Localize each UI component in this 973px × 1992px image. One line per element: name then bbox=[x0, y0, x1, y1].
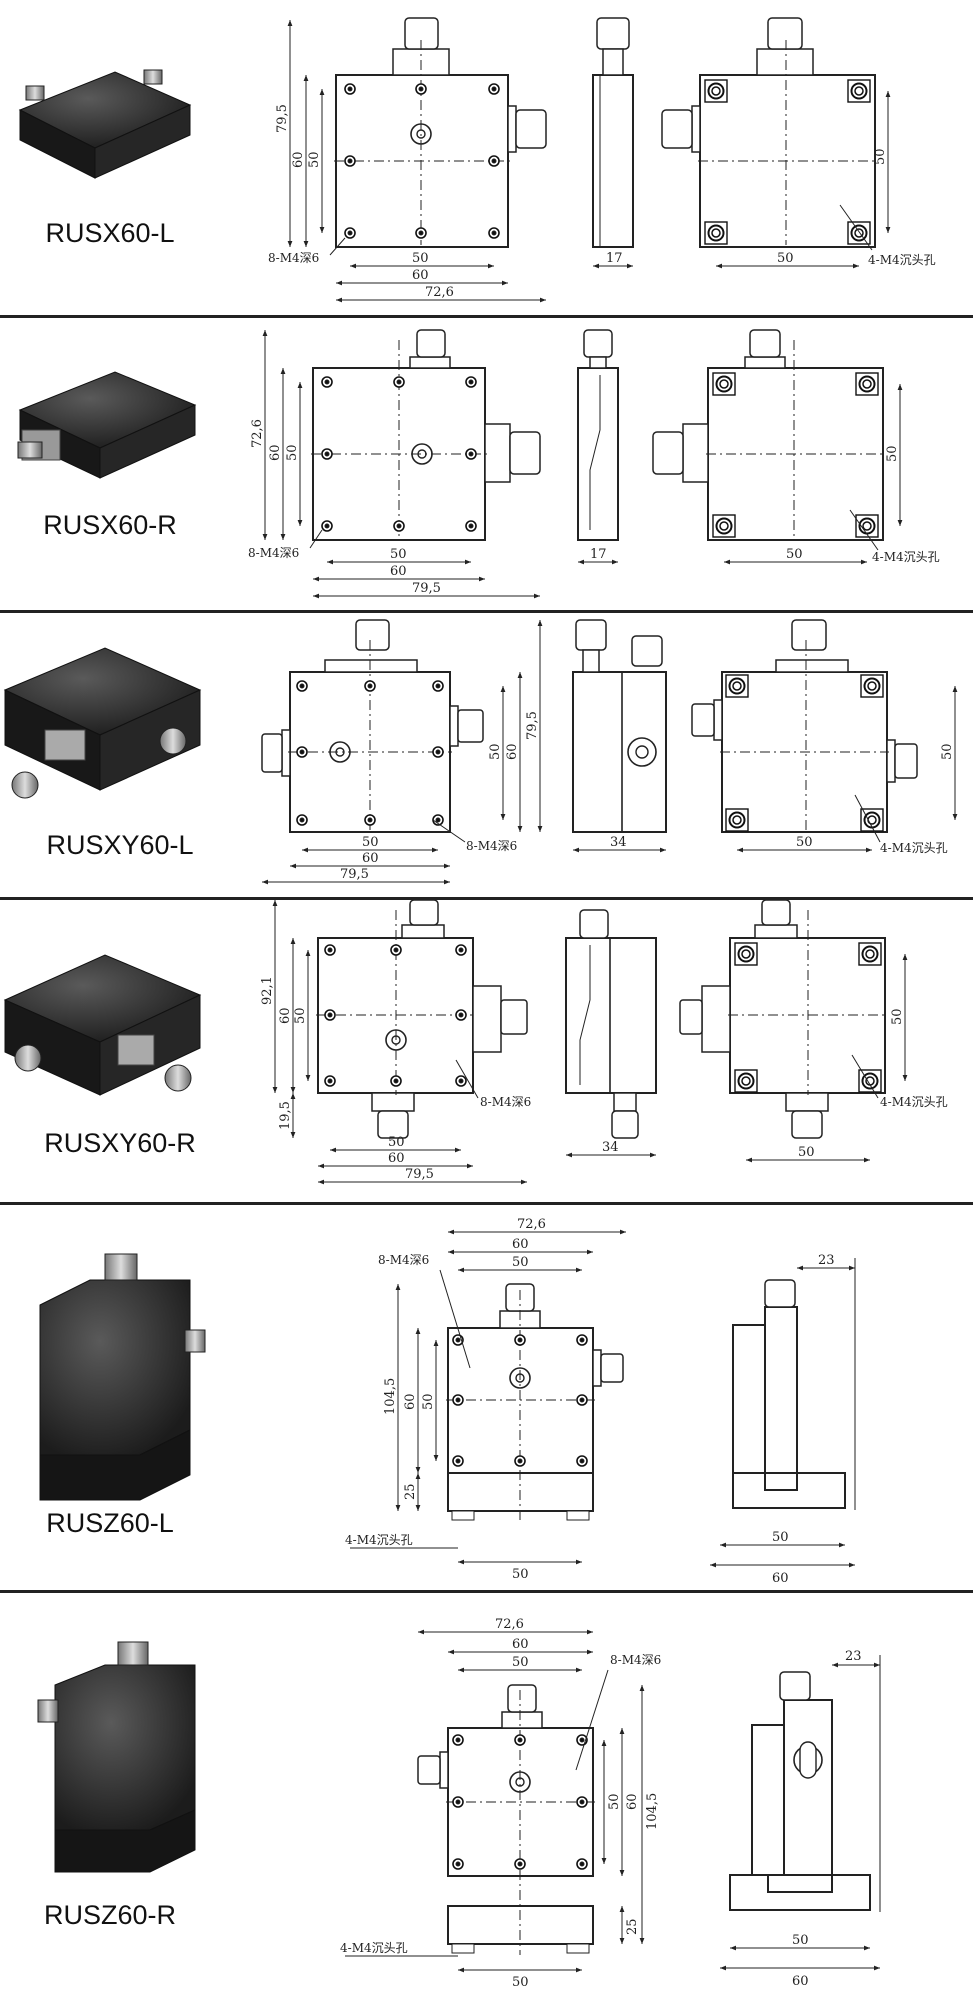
dim-side-base-width: 60 bbox=[792, 1974, 809, 1989]
dim-base-height: 25 bbox=[403, 1483, 418, 1500]
dim-side-top: 23 bbox=[845, 1649, 862, 1664]
model-label: RUSZ60-R bbox=[43, 1900, 177, 1930]
dim-back-pitch-v: 50 bbox=[890, 1008, 905, 1025]
dim-width-body: 60 bbox=[390, 564, 407, 579]
dim-width-overall: 72,6 bbox=[425, 285, 454, 300]
dim-width-overall: 79,5 bbox=[340, 867, 369, 882]
dim-hole-pitch-v: 50 bbox=[488, 743, 503, 760]
dim-height-overall: 104,5 bbox=[383, 1378, 398, 1415]
counterbore-label: 4-M4沉头孔 bbox=[872, 550, 940, 564]
dim-side-thickness: 17 bbox=[590, 547, 607, 562]
dim-hole-pitch-v: 50 bbox=[421, 1393, 436, 1410]
dim-back-pitch-v: 50 bbox=[885, 445, 900, 462]
dim-back-pitch-h: 50 bbox=[796, 835, 813, 850]
dim-hole-pitch-v: 50 bbox=[293, 1007, 308, 1024]
counterbore-label: 4-M4沉头孔 bbox=[868, 253, 936, 267]
dim-height-overall: 72,6 bbox=[250, 419, 265, 448]
dim-height-overall: 104,5 bbox=[645, 1793, 660, 1830]
dim-height-overall: 92,1 bbox=[260, 976, 275, 1005]
dim-side-base-width: 60 bbox=[772, 1571, 789, 1586]
dim-back-pitch-v: 50 bbox=[873, 148, 888, 165]
product-photo bbox=[17, 371, 197, 479]
dim-hole-pitch-h: 50 bbox=[512, 1255, 529, 1270]
row-separator bbox=[0, 897, 973, 900]
tapped-hole-label: 8-M4深6 bbox=[248, 546, 299, 560]
dim-height-body: 60 bbox=[278, 1007, 293, 1024]
dim-base-offset: 19,5 bbox=[278, 1101, 293, 1130]
product-photo bbox=[3, 954, 202, 1096]
dim-hole-pitch-v: 50 bbox=[285, 444, 300, 461]
row-separator bbox=[0, 1202, 973, 1205]
dim-height-overall: 79,5 bbox=[525, 711, 540, 740]
product-photo bbox=[3, 647, 202, 799]
counterbore-label: 4-M4沉头孔 bbox=[340, 1941, 408, 1955]
dim-hole-pitch-h: 50 bbox=[390, 547, 407, 562]
row-separator bbox=[0, 1590, 973, 1593]
dim-width-overall: 72,6 bbox=[517, 1217, 546, 1232]
dim-back-pitch-h: 50 bbox=[798, 1145, 815, 1160]
dim-height-body: 60 bbox=[403, 1393, 418, 1410]
product-photo bbox=[39, 1253, 206, 1501]
dim-width-body: 60 bbox=[388, 1151, 405, 1166]
model-label: RUSZ60-L bbox=[46, 1508, 174, 1538]
model-label: RUSX60-L bbox=[45, 218, 175, 248]
dim-height-overall: 79,5 bbox=[275, 104, 290, 133]
dim-hole-pitch-v: 50 bbox=[607, 1793, 622, 1810]
dim-hole-pitch-h: 50 bbox=[412, 251, 429, 266]
tapped-hole-label: 8-M4深6 bbox=[268, 251, 319, 265]
dim-back-pitch-h: 50 bbox=[786, 547, 803, 562]
dim-base-pitch: 50 bbox=[512, 1567, 529, 1582]
dim-base-height: 25 bbox=[625, 1918, 640, 1935]
dim-back-pitch-h: 50 bbox=[777, 251, 794, 266]
row-separator bbox=[0, 610, 973, 613]
dim-side-thickness: 17 bbox=[606, 251, 623, 266]
dim-side-base-pitch: 50 bbox=[792, 1933, 809, 1948]
product-photo bbox=[18, 69, 192, 179]
row-separator bbox=[0, 315, 973, 318]
dim-side-base-pitch: 50 bbox=[772, 1530, 789, 1545]
dim-hole-pitch-v: 50 bbox=[307, 151, 322, 168]
model-label: RUSXY60-L bbox=[46, 830, 194, 860]
dim-height-body: 60 bbox=[268, 444, 283, 461]
dim-base-pitch: 50 bbox=[512, 1975, 529, 1990]
counterbore-label: 4-M4沉头孔 bbox=[880, 1095, 948, 1109]
dim-width-body: 60 bbox=[512, 1237, 529, 1252]
dim-height-body: 60 bbox=[625, 1793, 640, 1810]
dim-width-overall: 79,5 bbox=[405, 1167, 434, 1182]
dim-width-body: 60 bbox=[412, 268, 429, 283]
dim-width-body: 60 bbox=[512, 1637, 529, 1652]
counterbore-label: 4-M4沉头孔 bbox=[345, 1533, 413, 1547]
dim-width-body: 60 bbox=[362, 851, 379, 866]
tapped-hole-label: 8-M4深6 bbox=[610, 1653, 661, 1667]
model-label: RUSX60-R bbox=[43, 510, 177, 540]
model-label: RUSXY60-R bbox=[44, 1128, 196, 1158]
dim-side-thickness: 34 bbox=[602, 1140, 619, 1155]
dim-side-thickness: 34 bbox=[610, 835, 627, 850]
dim-hole-pitch-h: 50 bbox=[388, 1135, 405, 1150]
dim-hole-pitch-h: 50 bbox=[512, 1655, 529, 1670]
counterbore-label: 4-M4沉头孔 bbox=[880, 841, 948, 855]
dim-back-pitch-v: 50 bbox=[940, 743, 955, 760]
dim-side-top: 23 bbox=[818, 1253, 835, 1268]
dim-height-body: 60 bbox=[291, 151, 306, 168]
tapped-hole-label: 8-M4深6 bbox=[480, 1095, 531, 1109]
tapped-hole-label: 8-M4深6 bbox=[466, 839, 517, 853]
dim-hole-pitch-h: 50 bbox=[362, 835, 379, 850]
dim-width-overall: 72,6 bbox=[495, 1617, 524, 1632]
dim-width-overall: 79,5 bbox=[412, 581, 441, 596]
product-photo bbox=[37, 1641, 196, 1873]
tapped-hole-label: 8-M4深6 bbox=[378, 1253, 429, 1267]
dim-height-body: 60 bbox=[505, 743, 520, 760]
